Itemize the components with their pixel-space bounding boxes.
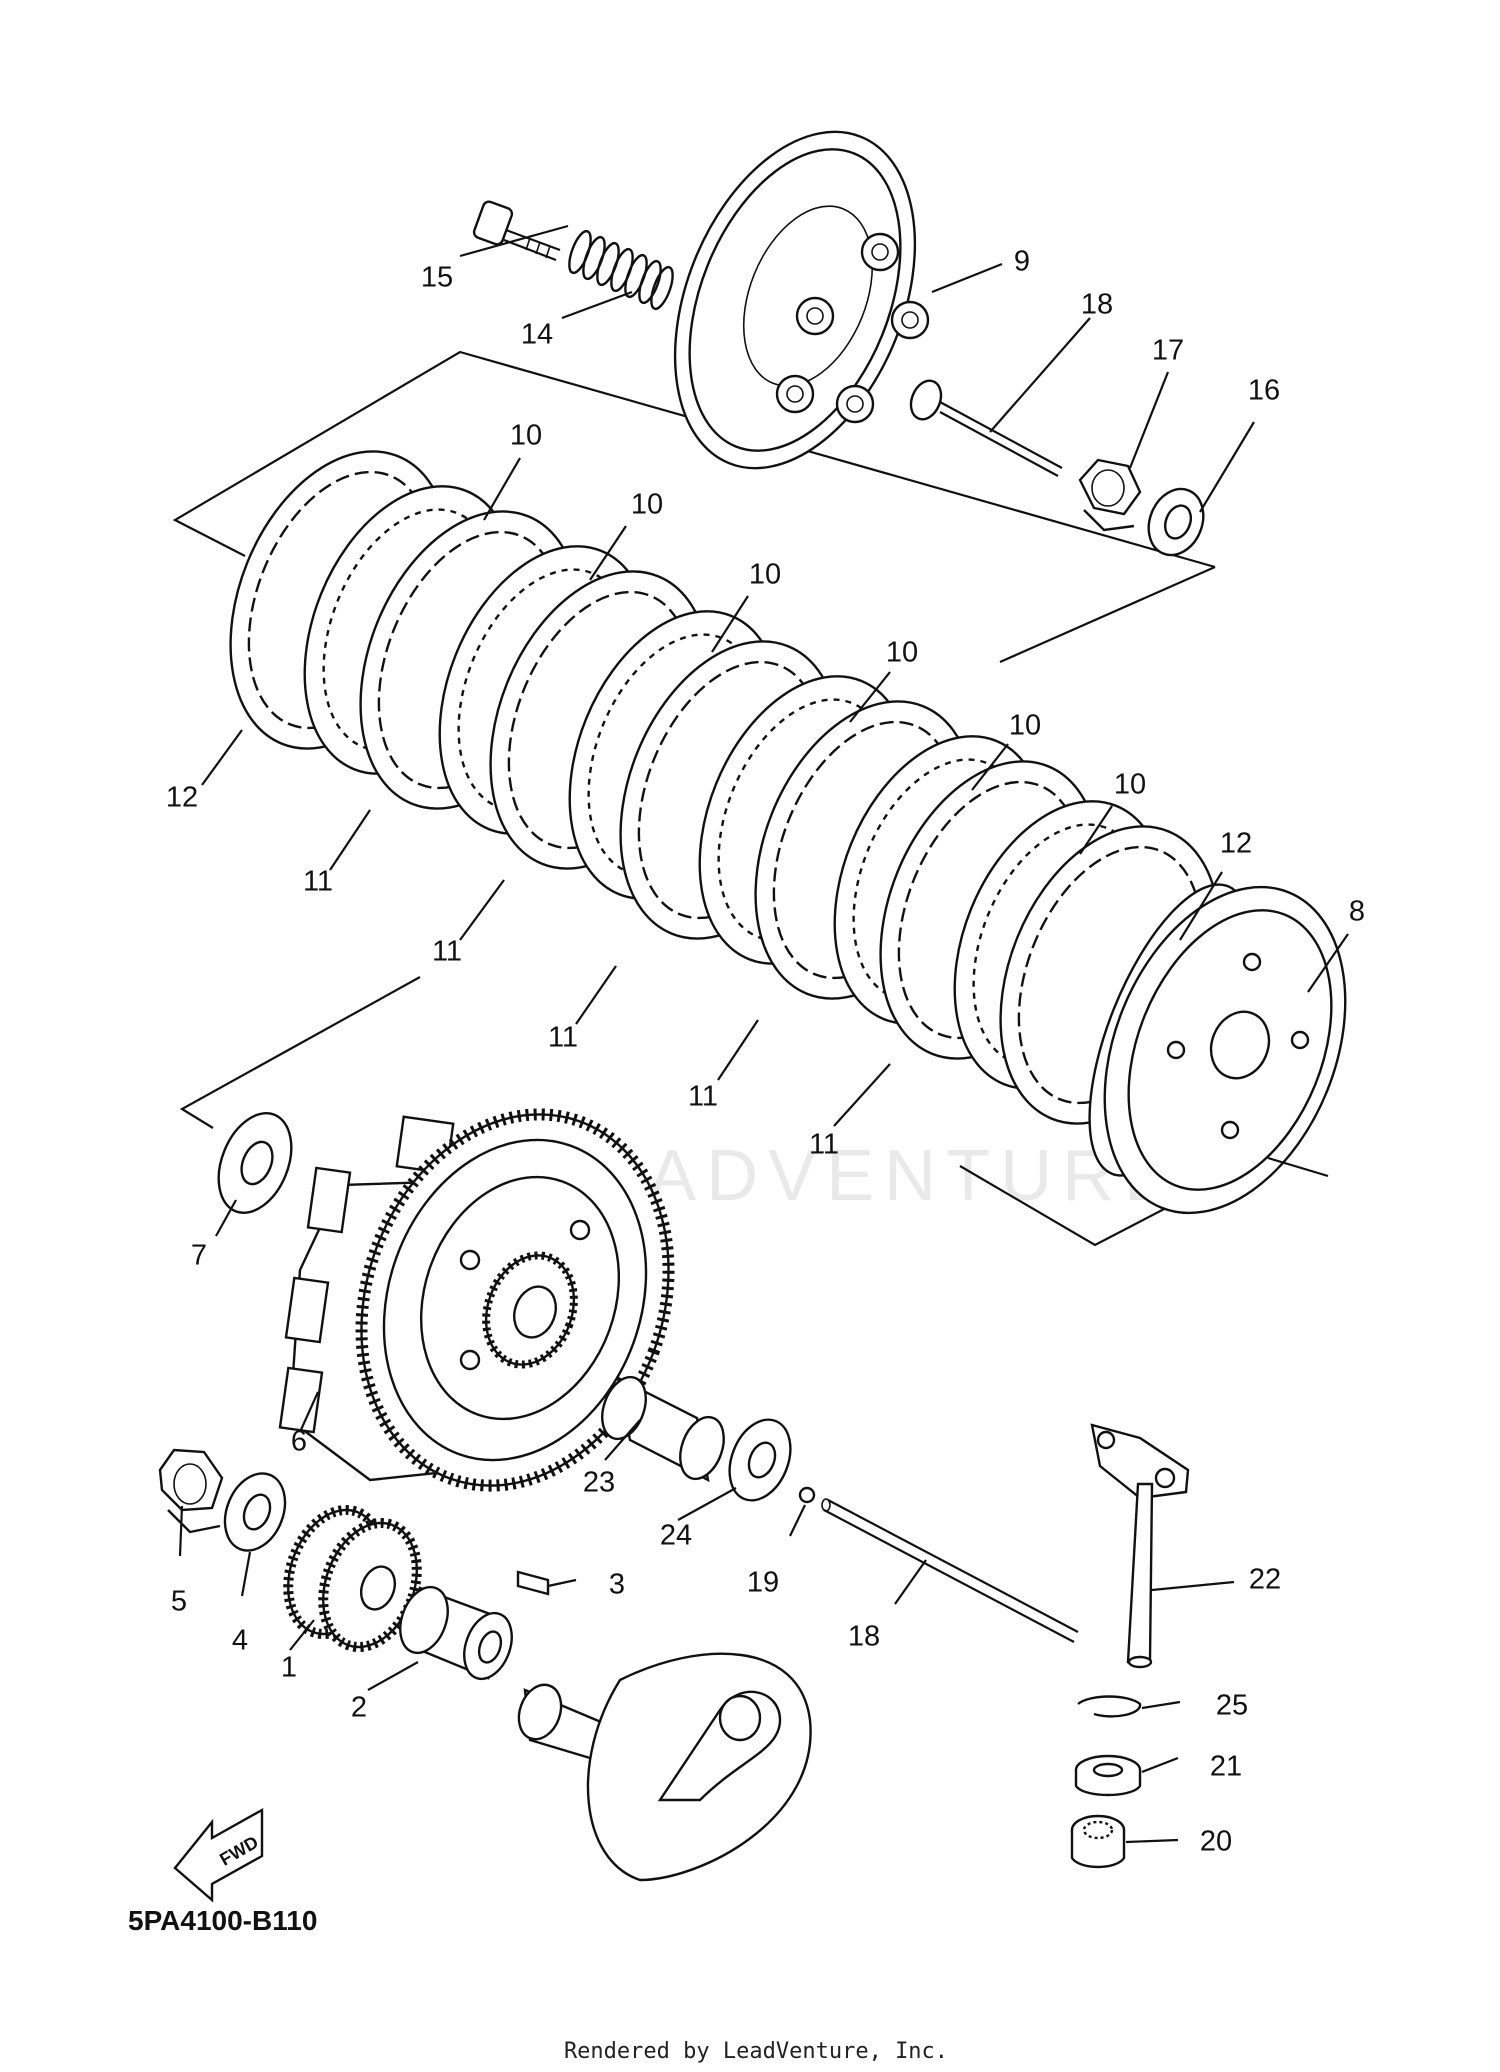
callout-11-1: 11	[303, 866, 333, 898]
washer-4-part	[223, 1472, 287, 1552]
callout-11-3: 11	[548, 1022, 578, 1054]
callout-7: 7	[191, 1240, 207, 1272]
callout-11-2: 11	[432, 936, 462, 968]
thrust-washer-part	[217, 1112, 293, 1214]
callout-17: 18	[1081, 289, 1113, 321]
clutch-bolt-part	[472, 200, 561, 262]
circlip-part	[1077, 1695, 1142, 1718]
crank-balancer-part	[517, 1652, 812, 1882]
primary-gear-part	[283, 1505, 422, 1652]
footer-credit: Rendered by LeadVenture, Inc.	[564, 2039, 948, 2064]
callout-8: 8	[1349, 896, 1365, 928]
callout-21: 21	[1210, 1751, 1242, 1783]
callout-16: 17	[1152, 335, 1184, 367]
washer-24-part	[728, 1418, 792, 1502]
callout-10-5: 10	[1009, 710, 1041, 742]
plate-group-bracket	[172, 350, 1216, 569]
callout-11-4: 11	[688, 1081, 718, 1113]
oil-seal-part	[1070, 1814, 1126, 1869]
callout-15: 16	[1248, 375, 1280, 407]
push-lever-part	[1090, 1423, 1190, 1669]
leader-lines	[178, 224, 1349, 1844]
callout-3: 3	[609, 1569, 625, 1601]
callout-10-2: 10	[631, 489, 663, 521]
callout-18: 18	[848, 1621, 880, 1653]
callout-25: 25	[1216, 1690, 1248, 1722]
callout-10-1: 10	[510, 420, 542, 452]
callout-23: 23	[583, 1467, 615, 1499]
callout-10-3: 10	[749, 559, 781, 591]
callout-20: 20	[1200, 1826, 1232, 1858]
callout-24: 24	[660, 1520, 692, 1552]
collar-part	[399, 1585, 513, 1681]
callout-13: 14	[521, 319, 553, 351]
fwd-arrow-icon: FWD	[173, 1807, 264, 1903]
callout-9: 9	[1014, 246, 1030, 278]
plate-stack	[229, 450, 1221, 1125]
bushing-part	[1074, 1754, 1142, 1797]
callout-5: 5	[171, 1586, 187, 1618]
callout-11-5: 11	[809, 1129, 839, 1161]
clutch-nut-part	[1078, 458, 1142, 532]
callout-19: 19	[747, 1567, 779, 1599]
callout-1: 1	[281, 1652, 297, 1684]
ball-part	[798, 1486, 816, 1504]
pressure-plate-part	[673, 130, 930, 470]
clutch-spring-part	[568, 229, 674, 311]
callout-labels: 9 18 17 16 15 14 10 10 10 10 10 10 12 8 …	[166, 246, 1365, 1858]
callout-12-right: 12	[1220, 828, 1252, 860]
woodruff-key-part	[516, 1570, 550, 1596]
lock-washer-part	[1147, 487, 1205, 557]
diagram-code: 5PA4100-B110	[128, 1905, 317, 1936]
push-rod-18-part	[821, 1498, 1079, 1643]
primary-nut-part	[158, 1448, 224, 1534]
callout-4: 4	[232, 1625, 248, 1657]
push-rod-part	[909, 379, 1063, 477]
hub-group-bracket	[179, 976, 421, 1129]
callout-6: 6	[291, 1426, 307, 1458]
clutch-boss-part	[1088, 883, 1347, 1215]
callout-14: 15	[421, 262, 453, 294]
clutch-housing-part	[278, 1108, 675, 1492]
callout-10-6: 10	[1114, 769, 1146, 801]
spacer-part	[601, 1375, 725, 1483]
callout-2: 2	[351, 1692, 367, 1724]
callout-22: 22	[1249, 1564, 1281, 1596]
plate-group-bracket-lower	[999, 565, 1216, 664]
callout-12-left: 12	[166, 782, 198, 814]
callout-10-4: 10	[886, 637, 918, 669]
